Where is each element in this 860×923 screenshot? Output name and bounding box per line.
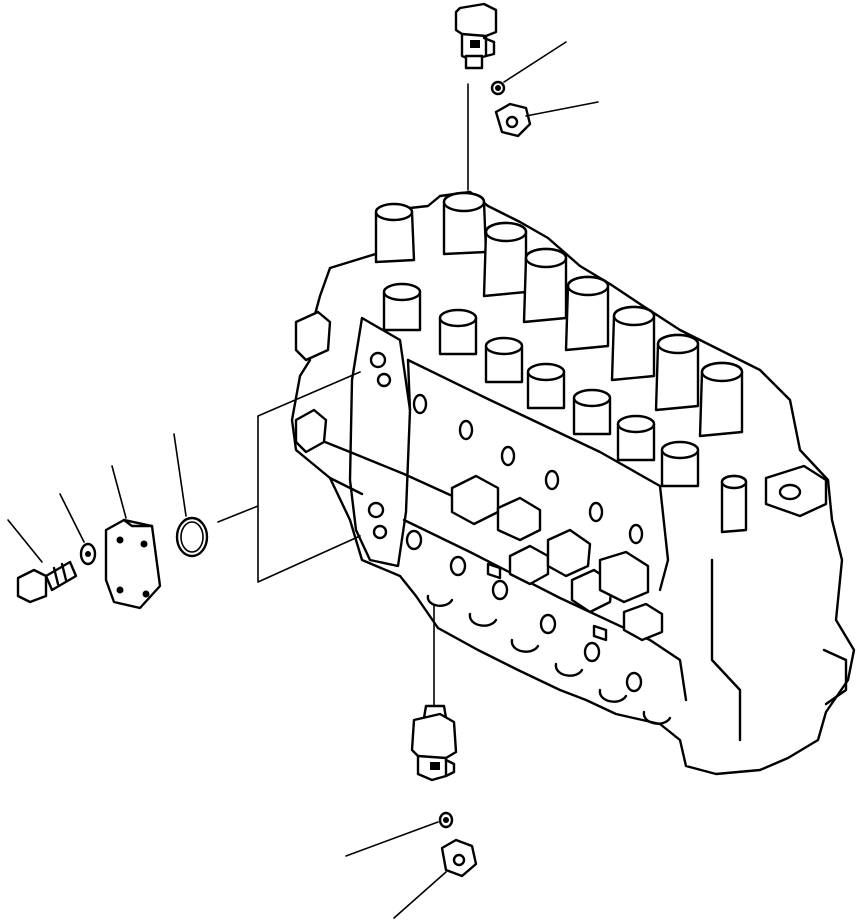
leader-top-washer	[503, 41, 567, 83]
leader-o-ring	[173, 433, 187, 517]
leader-bottom-washer	[345, 821, 439, 857]
leader-cover-plate	[111, 465, 127, 519]
top-pressure-switch	[454, 2, 498, 70]
bolt	[16, 560, 78, 604]
bottom-washer	[438, 811, 454, 829]
left-mount-face	[257, 371, 361, 583]
bottom-pressure-switch	[410, 704, 458, 782]
spool-bosses	[450, 474, 664, 642]
cover-plate	[104, 518, 162, 610]
bottom-nut	[440, 838, 478, 878]
top-washer	[490, 80, 506, 96]
left-assembly-line	[217, 505, 259, 523]
spool-caps-top	[374, 191, 744, 438]
leader-bolt-washer	[59, 493, 85, 543]
top-nut	[494, 102, 532, 138]
spool-caps-front	[382, 282, 700, 488]
bolt-washer	[79, 542, 97, 566]
control-valve-body	[290, 190, 856, 776]
leader-bottom-nut	[393, 871, 447, 919]
leader-top-nut	[525, 101, 599, 117]
leader-bolt	[7, 519, 43, 563]
o-ring	[175, 516, 209, 558]
